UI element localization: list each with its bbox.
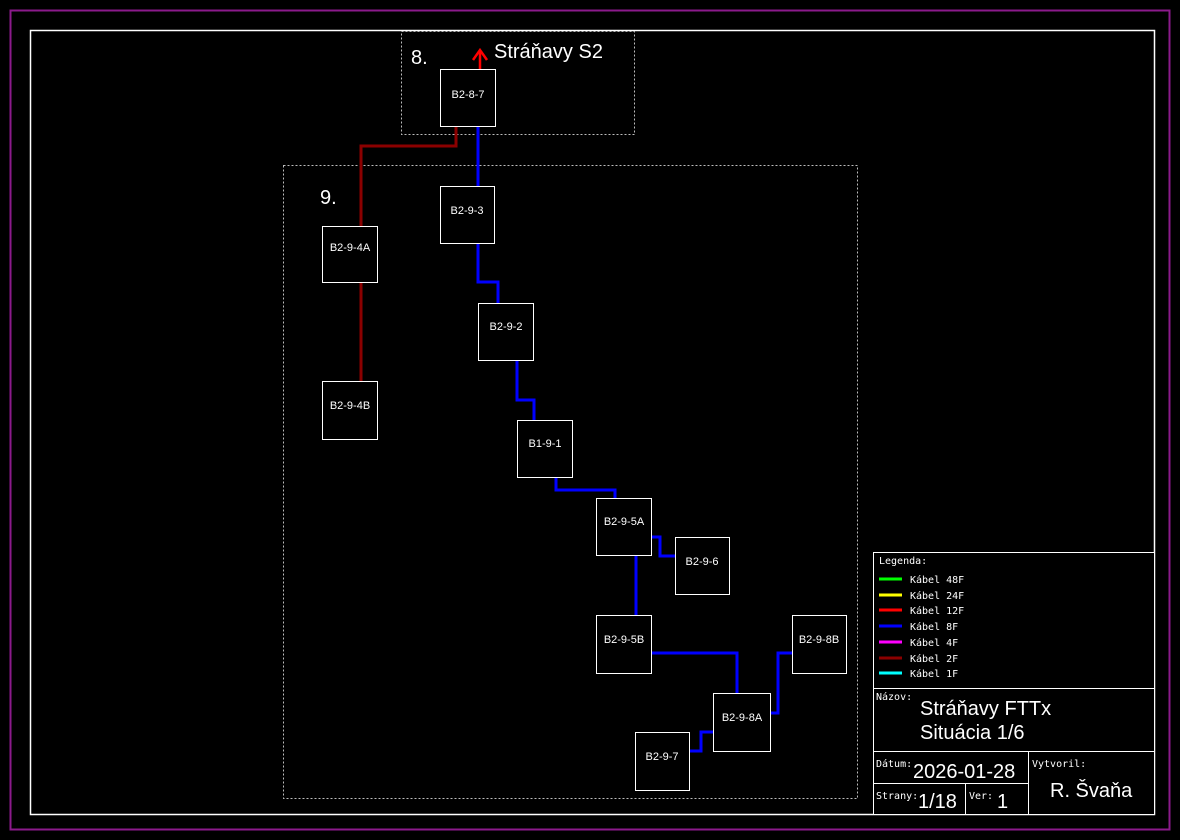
outer-frame xyxy=(9,9,1171,831)
node-label: B2-9-5A xyxy=(604,516,645,528)
node-b2-9-3[interactable]: B2-9-3 xyxy=(440,186,495,244)
author-label: Vytvoril: xyxy=(1032,759,1086,770)
legend-label-12f: Kábel 12F xyxy=(910,605,964,617)
zone-9-boundary xyxy=(283,165,858,799)
node-label: B1-9-1 xyxy=(528,438,561,450)
pages-label: Strany: xyxy=(876,791,918,802)
sheet-name: Situácia 1/6 xyxy=(920,722,1025,744)
pages-value: 1/18 xyxy=(918,791,957,813)
node-b2-9-4a[interactable]: B2-9-4A xyxy=(322,226,378,283)
legend-label-24f: Kábel 24F xyxy=(910,590,964,602)
direction-arrow-icon xyxy=(471,47,489,70)
cable-b1-9-1-to-b2-9-5a xyxy=(554,477,617,498)
cable-b2-9-2-to-b1-9-1 xyxy=(515,360,536,420)
title-block xyxy=(873,552,1155,815)
node-b2-9-8a[interactable]: B2-9-8A xyxy=(713,693,771,752)
node-b2-8-7[interactable]: B2-8-7 xyxy=(440,69,496,127)
node-b2-9-7[interactable]: B2-9-7 xyxy=(635,732,690,791)
inner-frame xyxy=(29,29,1156,816)
date-value: 2026-01-28 xyxy=(913,761,1015,783)
name-label: Názov: xyxy=(876,691,912,703)
author-value: R. Švaňa xyxy=(1050,779,1133,802)
direction-label: Stráňavy S2 xyxy=(494,41,603,63)
node-b2-9-8b[interactable]: B2-9-8B xyxy=(792,615,847,674)
legend-label-48f: Kábel 48F xyxy=(910,574,964,586)
node-label: B2-9-8B xyxy=(799,634,839,646)
legend-label-8f: Kábel 8F xyxy=(910,621,958,633)
node-b1-9-1[interactable]: B1-9-1 xyxy=(517,420,573,478)
cable-b2-8-7-to-b2-9-4a xyxy=(359,126,458,226)
legend-title: Legenda: xyxy=(879,556,927,567)
project-name: Stráňavy FTTx xyxy=(920,698,1051,720)
cable-b2-9-5b-to-b2-9-8a xyxy=(651,651,739,693)
zone-8-label: 8. xyxy=(411,47,428,69)
legend: Legenda: Kábel 48F Kábel 24F Kábel 12F K… xyxy=(879,556,964,680)
version-label: Ver: xyxy=(969,791,993,802)
node-label: B2-9-7 xyxy=(645,751,678,763)
cable-b2-9-3-to-b2-9-2 xyxy=(476,243,500,303)
zone-8-boundary xyxy=(401,31,635,135)
legend-label-1f: Kábel 1F xyxy=(910,668,958,680)
cable-b2-9-8a-to-b2-9-8b xyxy=(770,651,792,715)
node-label: B2-9-4A xyxy=(330,242,371,254)
date-label: Dátum: xyxy=(876,758,912,770)
legend-label-4f: Kábel 4F xyxy=(910,637,958,649)
cable-b2-9-8a-to-b2-9-7 xyxy=(689,730,713,753)
cable-b2-9-5a-to-b2-9-6 xyxy=(651,535,675,558)
node-b2-9-2[interactable]: B2-9-2 xyxy=(478,303,534,361)
node-label: B2-8-7 xyxy=(451,89,484,101)
node-label: B2-9-3 xyxy=(450,205,483,217)
version-value: 1 xyxy=(997,791,1008,813)
node-label: B2-9-6 xyxy=(685,556,718,568)
node-b2-9-5b[interactable]: B2-9-5B xyxy=(596,615,652,674)
legend-label-2f: Kábel 2F xyxy=(910,653,958,665)
node-label: B2-9-2 xyxy=(489,321,522,333)
node-label: B2-9-8A xyxy=(722,712,763,724)
node-label: B2-9-5B xyxy=(604,634,644,646)
node-b2-9-4b[interactable]: B2-9-4B xyxy=(322,381,378,440)
node-b2-9-5a[interactable]: B2-9-5A xyxy=(596,498,652,556)
node-label: B2-9-4B xyxy=(330,400,370,412)
cables xyxy=(359,126,792,753)
node-b2-9-6[interactable]: B2-9-6 xyxy=(675,537,730,595)
zone-9-label: 9. xyxy=(320,187,337,209)
